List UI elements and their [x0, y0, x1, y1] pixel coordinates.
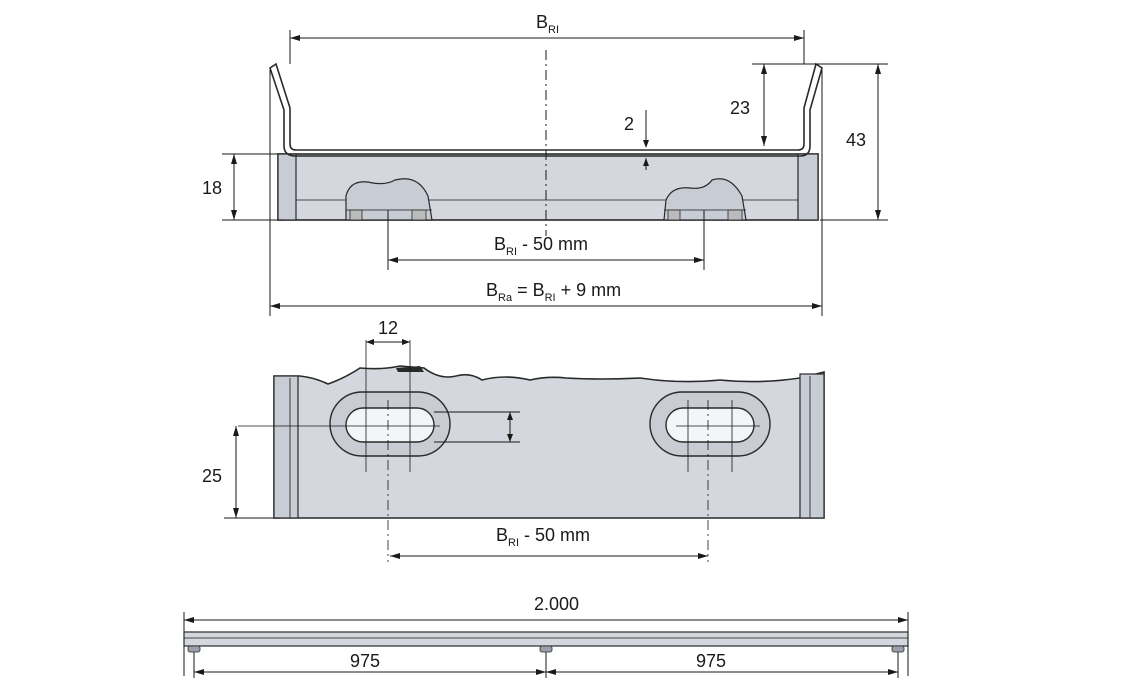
height-43-label: 43: [846, 130, 866, 150]
arrow: [507, 434, 513, 442]
slot-12-label: 12: [378, 318, 398, 338]
bra-formula-label: BRa = BRI + 9 mm: [486, 280, 621, 304]
plan-view: 12 25 BRI - 50 mm: [202, 318, 825, 562]
arrow: [233, 426, 239, 436]
arrow: [231, 154, 237, 164]
rail-clip-left: [187, 645, 201, 653]
right-slot-inner: [665, 407, 755, 443]
front-elevation-view: BRI 2 23 43 18 BRI - 50 mm: [202, 12, 888, 316]
rail-body: [183, 631, 909, 647]
arrow: [643, 140, 649, 148]
arrow: [875, 64, 881, 74]
arrow: [546, 669, 556, 675]
segment-right-label: 975: [696, 651, 726, 671]
arrow: [388, 257, 398, 263]
arrow: [233, 508, 239, 518]
height-18-label: 18: [202, 178, 222, 198]
left-end-cap: [277, 153, 297, 221]
segment-left-label: 975: [350, 651, 380, 671]
arrow: [366, 339, 374, 345]
rail-clip-middle: [539, 645, 553, 653]
bri-minus-50-label-top: BRI - 50 mm: [494, 234, 588, 258]
arrow: [898, 617, 908, 623]
thickness-label: 2: [624, 114, 634, 134]
height-25-label: 25: [202, 466, 222, 486]
right-end-cap: [797, 153, 819, 221]
left-hatch-b: [411, 209, 427, 221]
rail-clip-right: [891, 645, 905, 653]
left-hatch-a: [349, 209, 363, 221]
total-length-label: 2.000: [534, 594, 579, 614]
arrow: [194, 669, 204, 675]
right-hatch-b: [727, 209, 743, 221]
bri-minus-50-label-bottom: BRI - 50 mm: [496, 525, 590, 549]
height-23-label: 23: [730, 98, 750, 118]
arrow: [390, 553, 400, 559]
arrow: [761, 64, 767, 74]
right-hatch-a: [667, 209, 681, 221]
arrow: [888, 669, 898, 675]
arrow: [270, 303, 280, 309]
arrow: [290, 35, 300, 41]
plan-left-end: [273, 375, 299, 519]
arrow: [402, 339, 410, 345]
arrow: [812, 303, 822, 309]
arrow: [875, 210, 881, 220]
bri-label: BRI: [536, 12, 559, 36]
rail-length-view: 2.000 975 975: [183, 594, 909, 678]
left-slot-inner: [345, 407, 435, 443]
arrow: [694, 257, 704, 263]
arrow: [507, 412, 513, 420]
arrow: [794, 35, 804, 41]
arrow: [231, 210, 237, 220]
arrow: [761, 136, 767, 146]
arrow: [698, 553, 708, 559]
arrow: [184, 617, 194, 623]
plan-right-end: [799, 373, 825, 519]
arrow: [536, 669, 546, 675]
